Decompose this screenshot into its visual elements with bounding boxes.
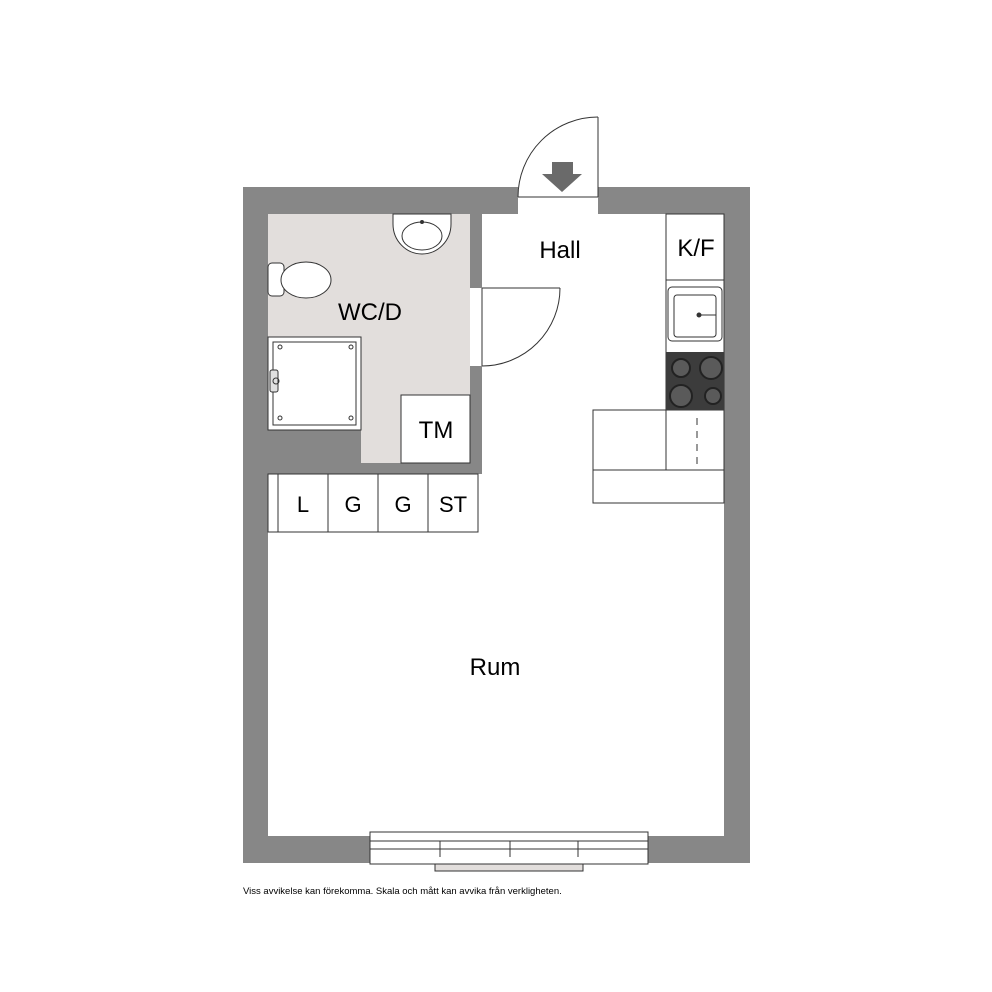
- exterior-walls: [243, 187, 750, 863]
- room-label-kitchen: K/F: [677, 235, 714, 262]
- interior-walls: [268, 214, 482, 474]
- entrance-door: [517, 116, 599, 198]
- closet-label-g2: G: [394, 492, 411, 517]
- room-label-living: Rum: [470, 654, 521, 681]
- closet-row: [267, 473, 479, 533]
- shower: [267, 336, 362, 431]
- room-label-bathroom: WC/D: [338, 299, 402, 326]
- closet-label-st: ST: [439, 492, 467, 517]
- closet-label-g1: G: [344, 492, 361, 517]
- washbasin: [392, 213, 452, 255]
- kitchen-sink: [667, 286, 723, 342]
- room-label-laundry: TM: [419, 417, 454, 444]
- closet-label-l: L: [297, 492, 309, 517]
- disclaimer-text: Viss avvikelse kan förekomma. Skala och …: [243, 886, 562, 897]
- entrance-arrow-icon: [542, 162, 582, 192]
- washing-machine: [400, 394, 471, 464]
- bathroom-door: [481, 287, 561, 367]
- room-label-hall: Hall: [539, 237, 580, 264]
- window: [369, 831, 649, 872]
- stove: [666, 352, 724, 410]
- toilet: [267, 261, 332, 299]
- kitchen-counter: [592, 213, 725, 504]
